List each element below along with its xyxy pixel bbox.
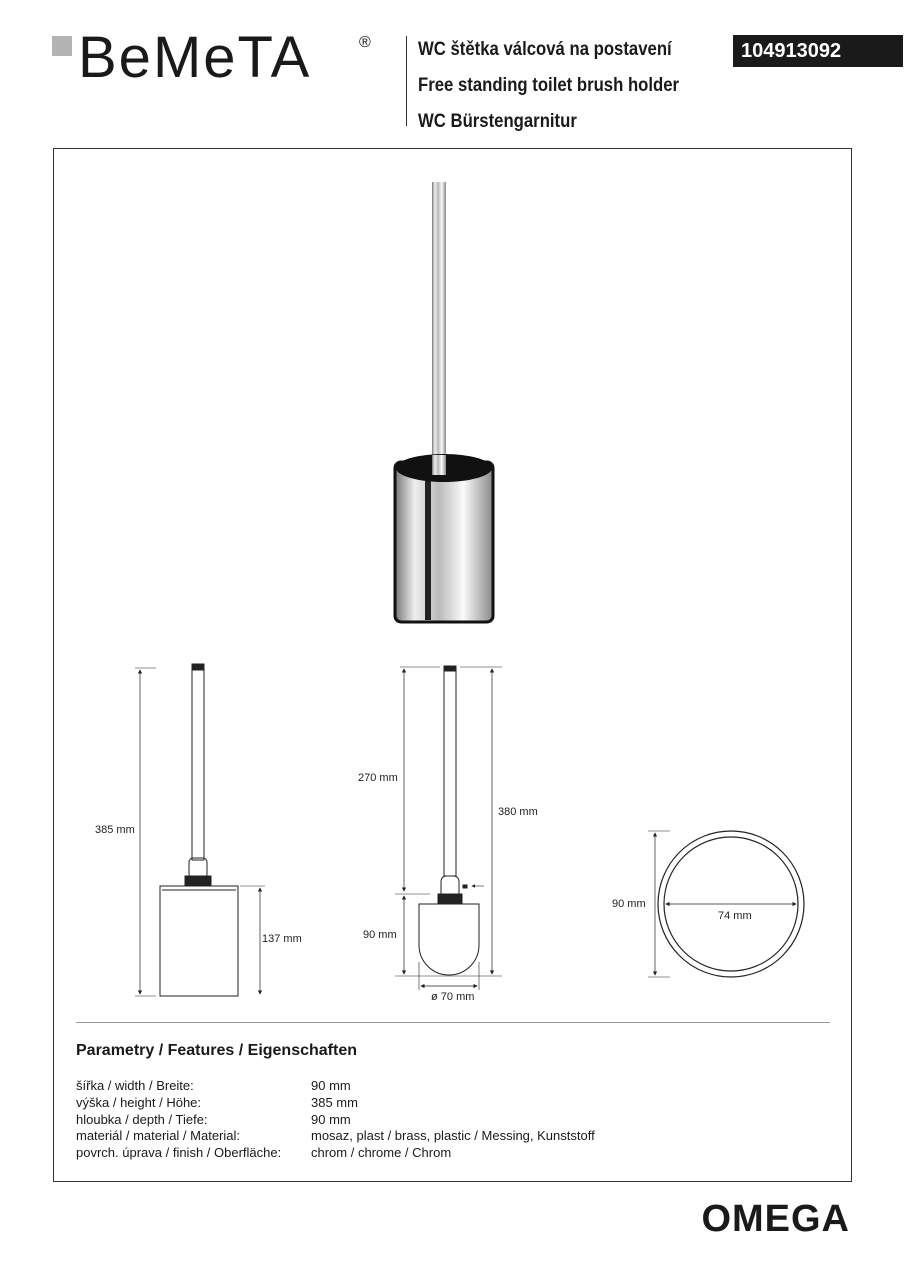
dim-side-total: 385 mm bbox=[95, 824, 135, 836]
feature-label: šířka / width / Breite: bbox=[76, 1078, 194, 1093]
logo-text: BeMeTA bbox=[78, 25, 312, 90]
feature-row: šířka / width / Breite: 90 mm bbox=[76, 1078, 595, 1095]
feature-row: výška / height / Höhe: 385 mm bbox=[76, 1095, 595, 1112]
brush-drawing bbox=[395, 665, 502, 990]
side-view-drawing bbox=[135, 663, 265, 997]
feature-label: materiál / material / Material: bbox=[76, 1128, 240, 1144]
title-en: Free standing toilet brush holder bbox=[418, 75, 680, 96]
section-divider bbox=[76, 1022, 830, 1023]
dim-brush-total: 380 mm bbox=[498, 806, 538, 818]
top-view-drawing bbox=[648, 830, 805, 978]
feature-row: hloubka / depth / Tiefe: 90 mm bbox=[76, 1112, 595, 1129]
features-table: šířka / width / Breite: 90 mm výška / hei… bbox=[76, 1078, 595, 1162]
logo-square bbox=[52, 36, 72, 56]
dim-top-inner: 74 mm bbox=[718, 910, 752, 922]
series-name: OMEGA bbox=[701, 1198, 850, 1240]
product-titles: WC štětka válcová na postavení Free stan… bbox=[418, 32, 715, 140]
feature-value: 90 mm bbox=[311, 1111, 351, 1127]
header-divider bbox=[406, 36, 407, 126]
dim-brush-handle: 270 mm bbox=[358, 772, 398, 784]
bemeta-logo: BeMeTA ® bbox=[52, 25, 382, 92]
product-code: 104913092 bbox=[733, 35, 903, 67]
feature-value: mosaz, plast / brass, plastic / Messing,… bbox=[311, 1128, 595, 1144]
title-de: WC Bürstengarnitur bbox=[418, 111, 577, 132]
dim-brush-diameter: ø 70 mm bbox=[431, 991, 474, 1003]
feature-label: výška / height / Höhe: bbox=[76, 1094, 202, 1110]
feature-value: 385 mm bbox=[311, 1094, 358, 1110]
feature-row: povrch. úprava / finish / Oberfläche: chr… bbox=[76, 1145, 595, 1162]
feature-value: 90 mm bbox=[311, 1078, 351, 1093]
feature-row: materiál / material / Material: mosaz, pl… bbox=[76, 1128, 595, 1145]
product-photo bbox=[393, 182, 495, 624]
title-cz: WC štětka válcová na postavení bbox=[418, 39, 672, 60]
logo-registered-mark: ® bbox=[359, 34, 371, 51]
feature-label: povrch. úprava / finish / Oberfläche: bbox=[76, 1145, 282, 1161]
dim-top-outer: 90 mm bbox=[612, 898, 646, 910]
drawing-frame bbox=[53, 148, 852, 1182]
features-title: Parametry / Features / Eigenschaften bbox=[76, 1042, 357, 1059]
feature-label: hloubka / depth / Tiefe: bbox=[76, 1111, 208, 1127]
dim-brush-head: 90 mm bbox=[363, 929, 397, 941]
dim-side-base: 137 mm bbox=[262, 933, 302, 945]
feature-value: chrom / chrome / Chrom bbox=[311, 1145, 452, 1161]
